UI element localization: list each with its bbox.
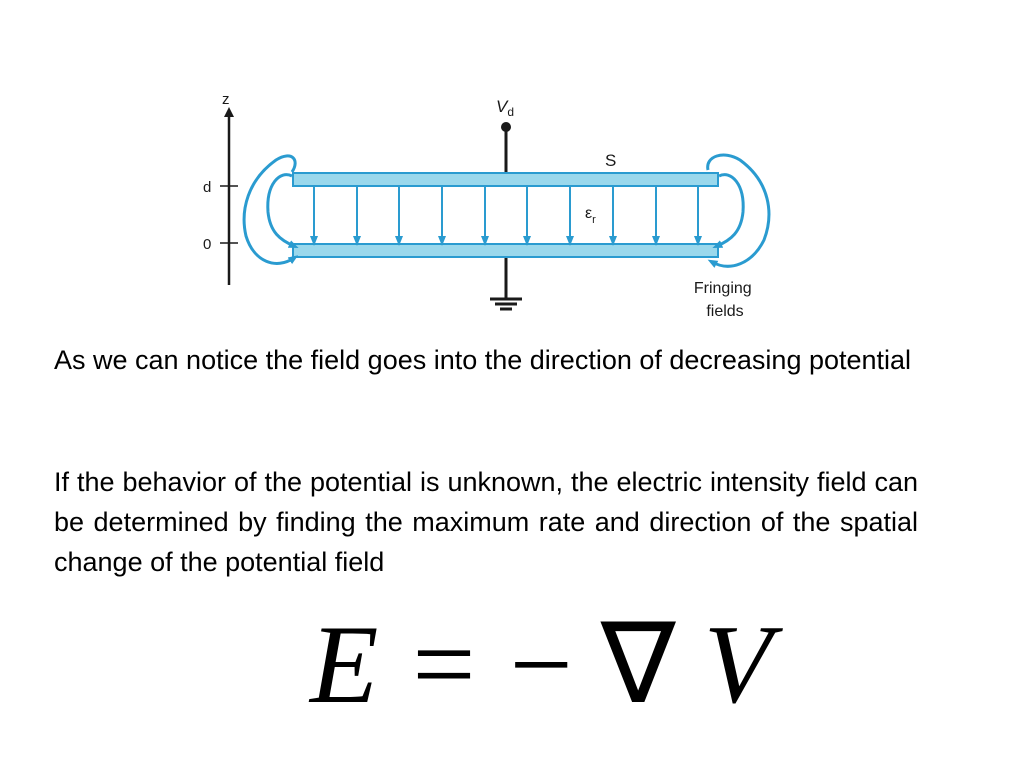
voltage-terminal [501,122,511,132]
equation-rhs: V [703,603,773,727]
tick-d-label: d [203,179,211,196]
z-axis-label: z [222,91,230,108]
paragraph-gradient-explanation: If the behavior of the potential is unkn… [54,467,918,577]
equation-nabla: ∇ [600,603,676,727]
equation-lhs: E [310,603,379,727]
capacitor-diagram: z d 0 Vd S εr [203,91,771,320]
permittivity-label: εr [585,205,596,226]
gradient-equation: E = − ∇ V [310,600,772,730]
fringing-fields-label: Fringing fields [694,280,756,320]
equation-equals: = [412,603,476,727]
fringing-field-right [706,153,771,268]
top-plate [292,172,719,187]
fringing-field-left [242,154,299,265]
surface-label: S [605,151,616,170]
ground-icon [490,297,522,311]
tick-0-label: 0 [203,236,211,253]
bottom-plate [292,243,719,258]
voltage-label: Vd [496,97,514,119]
paragraph-field-direction: As we can notice the field goes into the… [54,345,912,375]
field-lines [310,187,702,246]
equation-minus: − [509,603,573,727]
